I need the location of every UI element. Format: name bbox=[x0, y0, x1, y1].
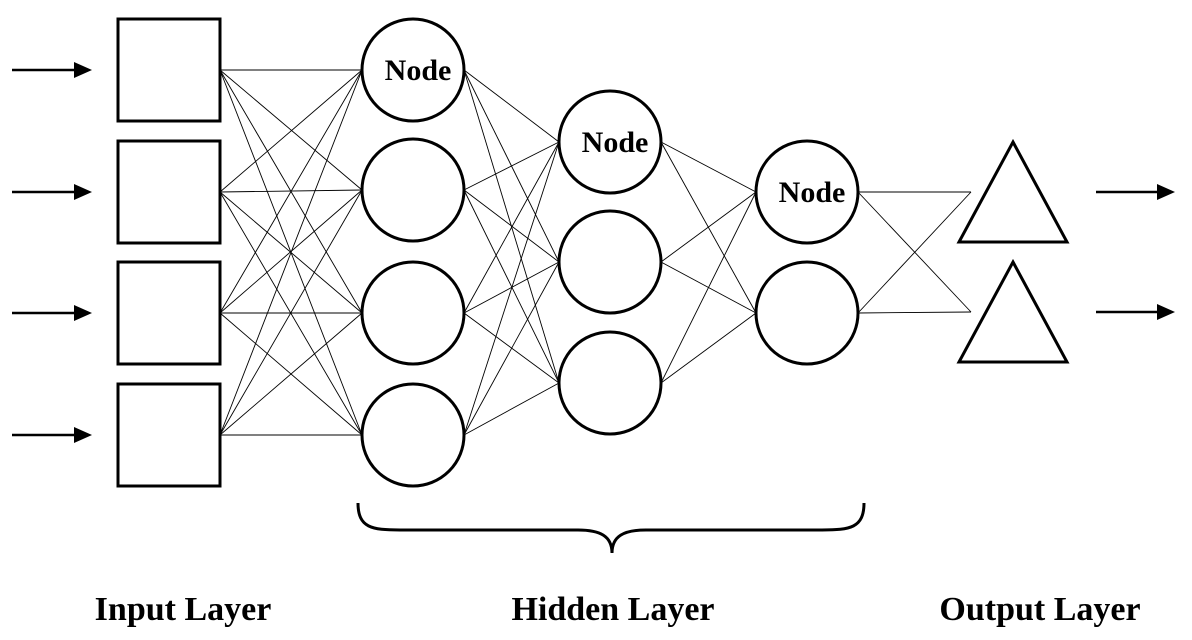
input-arrow-head bbox=[74, 427, 92, 443]
node-label: Node bbox=[582, 126, 649, 159]
connection-line bbox=[463, 69, 560, 143]
hidden-layer-brace bbox=[356, 502, 866, 554]
connection-line bbox=[219, 191, 363, 436]
hidden-node bbox=[754, 260, 860, 366]
connection-line bbox=[660, 191, 757, 263]
connection-line bbox=[660, 141, 757, 193]
input-node bbox=[116, 139, 222, 245]
input-arrow-head bbox=[74, 305, 92, 321]
connection-line bbox=[660, 312, 757, 384]
connection-line bbox=[219, 69, 363, 314]
output-node bbox=[956, 258, 1070, 364]
connection-line bbox=[857, 311, 972, 314]
input-arrow-head bbox=[74, 62, 92, 78]
connection-line bbox=[463, 382, 560, 436]
connection-line bbox=[660, 191, 757, 384]
hidden-node bbox=[754, 139, 860, 245]
connection-line bbox=[463, 141, 560, 436]
hidden-node bbox=[557, 89, 663, 195]
hidden-node bbox=[557, 330, 663, 436]
connection-line bbox=[463, 141, 560, 191]
connection-line bbox=[463, 189, 560, 384]
connection-line bbox=[857, 191, 972, 314]
connection-line bbox=[463, 189, 560, 263]
output-layer-label: Output Layer bbox=[939, 591, 1140, 628]
hidden-node bbox=[360, 382, 466, 488]
connection-line bbox=[219, 69, 363, 193]
input-layer-label: Input Layer bbox=[95, 591, 272, 628]
hidden-node bbox=[360, 17, 466, 123]
node-label: Node bbox=[385, 54, 452, 87]
output-node bbox=[956, 138, 1070, 244]
node-label: Node bbox=[779, 176, 846, 209]
hidden-node bbox=[360, 260, 466, 366]
input-node bbox=[116, 17, 222, 123]
output-arrow-head bbox=[1157, 184, 1175, 200]
connection-line bbox=[219, 312, 363, 436]
connection-line bbox=[219, 69, 363, 191]
hidden-node bbox=[557, 209, 663, 315]
connection-line bbox=[463, 261, 560, 436]
input-node bbox=[116, 260, 222, 366]
connection-line bbox=[463, 141, 560, 314]
connection-line bbox=[219, 189, 363, 436]
hidden-layer-label: Hidden Layer bbox=[511, 591, 714, 628]
connection-line bbox=[219, 69, 363, 436]
connections bbox=[219, 69, 972, 436]
input-arrow-head bbox=[74, 184, 92, 200]
hidden-node bbox=[360, 137, 466, 243]
input-node bbox=[116, 382, 222, 488]
output-arrow-head bbox=[1157, 304, 1175, 320]
io-arrows bbox=[12, 62, 1175, 443]
